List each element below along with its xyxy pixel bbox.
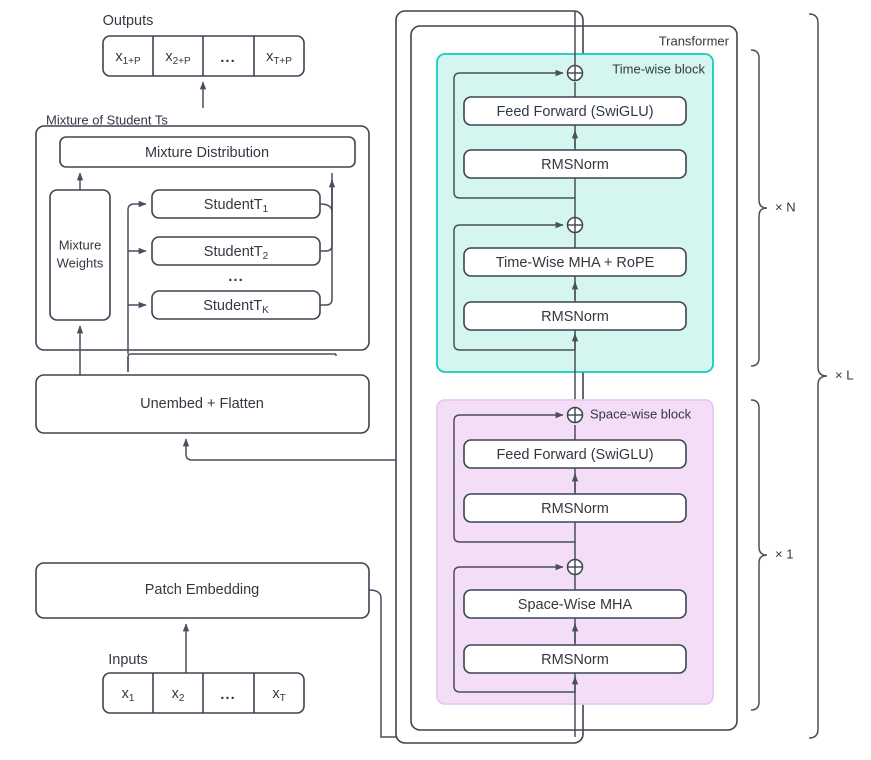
space-row-label: RMSNorm	[541, 652, 609, 668]
outputs-caption: Outputs	[103, 13, 154, 29]
patch-embedding-label: Patch Embedding	[145, 582, 259, 598]
repeat-outer-label: × L	[835, 367, 853, 382]
space-row-label: Space-Wise MHA	[518, 597, 633, 613]
svg-text:xT+P: xT+P	[266, 49, 292, 67]
space-row-box: Space-Wise MHA	[463, 589, 687, 619]
mixture-distribution-label: Mixture Distribution	[145, 145, 269, 161]
connector-feeder-studentt-1	[127, 200, 147, 354]
time-row-box: RMSNorm	[463, 301, 687, 331]
time-wise-block-label: Time-wise block	[612, 61, 705, 76]
svg-text:StudentT2: StudentT2	[204, 244, 269, 262]
input-cell-base: x	[272, 686, 280, 702]
svg-text:StudentTK: StudentTK	[203, 298, 269, 316]
svg-text:StudentT1: StudentT1	[204, 197, 269, 215]
studentt-box: StudentTK	[151, 290, 321, 320]
connector-unembed-to-studentts	[127, 353, 336, 372]
input-cell-sub: T	[280, 693, 286, 704]
input-cell: x1	[122, 686, 135, 704]
input-cell: ...	[220, 686, 236, 703]
brace-repeat-spacewise	[750, 399, 768, 711]
output-cell-ellipsis: ...	[220, 49, 236, 66]
space-row-box: Feed Forward (SwiGLU)	[463, 439, 687, 469]
transformer-frame-label: Transformer	[659, 33, 730, 48]
time-row-box: Feed Forward (SwiGLU)	[463, 96, 687, 126]
residual-skip-spacewise-ff	[453, 411, 575, 543]
residual-skip-spacewise-mha	[453, 563, 575, 693]
unembed-label: Unembed + Flatten	[140, 396, 264, 412]
brace-repeat-timewise	[750, 49, 768, 367]
time-row-label: RMSNorm	[541, 309, 609, 325]
connector-transformer-to-unembed	[182, 438, 396, 461]
output-cell-sub: T+P	[273, 56, 292, 67]
studentt-base: StudentT	[204, 244, 263, 260]
add-node-spacewise-ff	[566, 406, 584, 424]
inputs-caption: Inputs	[108, 652, 148, 668]
mixture-weights-label-line1: Mixture	[59, 237, 102, 252]
input-cell: xT	[272, 686, 285, 704]
output-cell: x2+P	[165, 49, 191, 67]
studentt-sub: K	[262, 305, 269, 316]
connector-studentt3-to-distribution	[320, 179, 336, 306]
svg-text:x2: x2	[172, 686, 185, 704]
studentt-ellipsis: ...	[228, 268, 244, 285]
connector-studentt2-to-distribution	[320, 180, 333, 252]
outputs-row: x1+P x2+P ... xT+P	[102, 35, 305, 77]
input-cell-ellipsis: ...	[220, 686, 236, 703]
mixture-group-label: Mixture of Student Ts	[46, 112, 168, 127]
studentt-base: StudentT	[204, 197, 263, 213]
studentt-box: StudentT1	[151, 189, 321, 219]
svg-text:xT: xT	[272, 686, 285, 704]
mixture-weights-label-line2: Weights	[57, 255, 104, 270]
mixture-distribution-box	[59, 136, 356, 168]
time-row-box: RMSNorm	[463, 149, 687, 179]
mixture-group-frame	[35, 125, 370, 351]
space-row-label: Feed Forward (SwiGLU)	[496, 447, 653, 463]
input-cell-base: x	[122, 686, 130, 702]
output-cell-base: x	[115, 49, 123, 65]
repeat-timewise-label: × N	[775, 199, 796, 214]
repeat-spacewise-label: × 1	[775, 546, 793, 561]
input-cell-sub: 1	[129, 693, 135, 704]
unembed-box	[35, 374, 370, 434]
output-cell: xT+P	[266, 49, 292, 67]
residual-skip-timewise-mha	[453, 221, 575, 351]
output-cell-base: x	[266, 49, 274, 65]
space-row-box: RMSNorm	[463, 493, 687, 523]
add-node-timewise-mha	[566, 216, 584, 234]
inputs-row: x1 x2 ... xT	[102, 672, 305, 714]
brace-repeat-outer	[808, 13, 828, 739]
transformer-frame	[410, 25, 738, 731]
outer-repeat-frame	[395, 10, 584, 744]
output-cell-sub: 1+P	[123, 56, 141, 67]
output-cell-sub: 2+P	[173, 56, 191, 67]
time-row-label: Time-Wise MHA + RoPE	[496, 255, 655, 271]
svg-text:x1+P: x1+P	[115, 49, 141, 67]
residual-skip-timewise-ff	[453, 69, 575, 199]
add-node-spacewise-mha	[566, 558, 584, 576]
svg-text:x2+P: x2+P	[165, 49, 191, 67]
connector-studentt1-to-distribution	[319, 173, 333, 213]
add-node-timewise-ff	[566, 64, 584, 82]
svg-text:x1: x1	[122, 686, 135, 704]
time-row-label: RMSNorm	[541, 157, 609, 173]
space-wise-block-label: Space-wise block	[590, 406, 692, 421]
studentt-box: StudentT2	[151, 236, 321, 266]
space-row-box: RMSNorm	[463, 644, 687, 674]
output-cell: x1+P	[115, 49, 141, 67]
output-cell-base: x	[165, 49, 173, 65]
input-cell-base: x	[172, 686, 180, 702]
output-cell: ...	[220, 49, 236, 66]
input-cell: x2	[172, 686, 185, 704]
studentt-sub: 1	[263, 204, 269, 215]
connector-patchembed-to-transformer	[368, 589, 396, 738]
space-row-label: RMSNorm	[541, 501, 609, 517]
studentt-sub: 2	[263, 251, 269, 262]
input-cell-sub: 2	[179, 693, 185, 704]
studentt-base: StudentT	[203, 298, 262, 314]
time-row-label: Feed Forward (SwiGLU)	[496, 104, 653, 120]
time-row-box: Time-Wise MHA + RoPE	[463, 247, 687, 277]
